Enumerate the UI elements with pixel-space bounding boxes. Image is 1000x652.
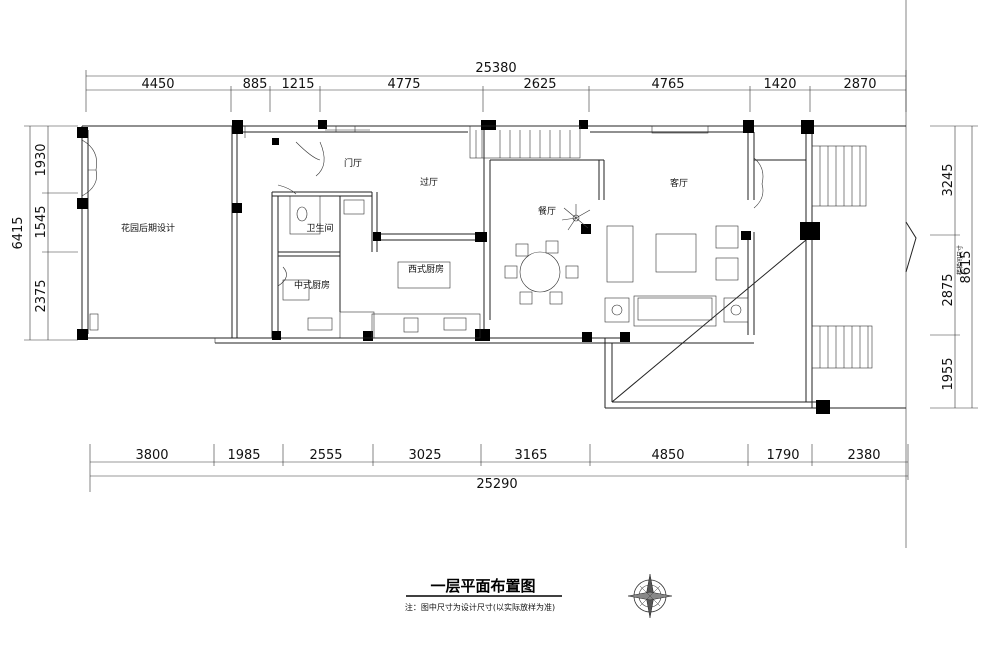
compass-icon xyxy=(627,573,673,619)
left-dim-2: 1545 xyxy=(34,205,49,238)
bottom-dim-2: 1985 xyxy=(227,448,260,463)
plant-icon xyxy=(561,204,591,231)
room-label-bathroom: 卫生间 xyxy=(306,222,333,234)
living-room-furniture xyxy=(604,125,749,327)
bottom-total-dimension: 25290 xyxy=(476,477,517,492)
bottom-dim-4: 3025 xyxy=(408,448,441,463)
top-dim-2: 885 xyxy=(243,77,268,92)
top-dimension-chain: 25380 4450 885 1215 4775 2625 4765 1420 … xyxy=(85,61,907,112)
right-dim-2: 2875 xyxy=(941,273,956,306)
drawing-note: 注：图中尺寸为设计尺寸(以实际放样为准) xyxy=(405,602,555,612)
walls xyxy=(81,125,917,409)
bottom-dim-3: 2555 xyxy=(309,448,342,463)
structural-columns xyxy=(77,120,830,414)
room-label-living: 客厅 xyxy=(670,177,688,189)
bottom-dimension-chain: 3800 1985 2555 3025 3165 4850 1790 2380 … xyxy=(89,444,909,492)
left-dim-3: 2375 xyxy=(34,279,49,312)
left-dimension-chain: 6415 1930 1545 2375 xyxy=(11,125,78,341)
doors xyxy=(81,125,764,287)
east-stair-upper xyxy=(811,145,867,207)
room-label-dining: 餐厅 xyxy=(538,205,556,217)
bottom-dim-6: 4850 xyxy=(651,448,684,463)
top-dim-6: 4765 xyxy=(651,77,684,92)
right-small-note: 楼梯间尺寸 xyxy=(956,245,964,275)
bottom-dim-7: 1790 xyxy=(766,448,799,463)
right-dim-3: 1955 xyxy=(941,357,956,390)
bottom-dim-5: 3165 xyxy=(514,448,547,463)
top-dim-5: 2625 xyxy=(523,77,556,92)
top-dim-7: 1420 xyxy=(763,77,796,92)
dining-table xyxy=(504,240,579,305)
dining-stair xyxy=(469,125,581,159)
kitchen-fixtures xyxy=(89,195,481,339)
right-total-dimension: 8615 xyxy=(959,250,974,283)
left-total-dimension: 6415 xyxy=(11,216,26,249)
top-total-dimension: 25380 xyxy=(475,61,516,76)
room-label-hallway: 过厅 xyxy=(420,176,438,188)
bottom-dim-1: 3800 xyxy=(135,448,168,463)
right-dim-1: 3245 xyxy=(941,163,956,196)
room-label-western-kitchen: 西式厨房 xyxy=(408,263,444,275)
right-dimension-chain: 3245 2875 楼梯间尺寸 1955 8615 xyxy=(930,125,978,409)
top-dim-3: 1215 xyxy=(281,77,314,92)
drawing-title: 一层平面布置图 xyxy=(430,577,535,595)
top-dim-8: 2870 xyxy=(843,77,876,92)
left-dim-1: 1930 xyxy=(34,143,49,176)
bottom-dim-8: 2380 xyxy=(847,448,880,463)
top-dim-4: 4775 xyxy=(387,77,420,92)
room-label-chinese-kitchen: 中式厨房 xyxy=(294,279,330,291)
room-label-garden: 花园后期设计 xyxy=(121,222,175,234)
top-dim-1: 4450 xyxy=(141,77,174,92)
room-label-entry: 门厅 xyxy=(344,157,362,169)
east-stair-lower xyxy=(811,325,873,369)
